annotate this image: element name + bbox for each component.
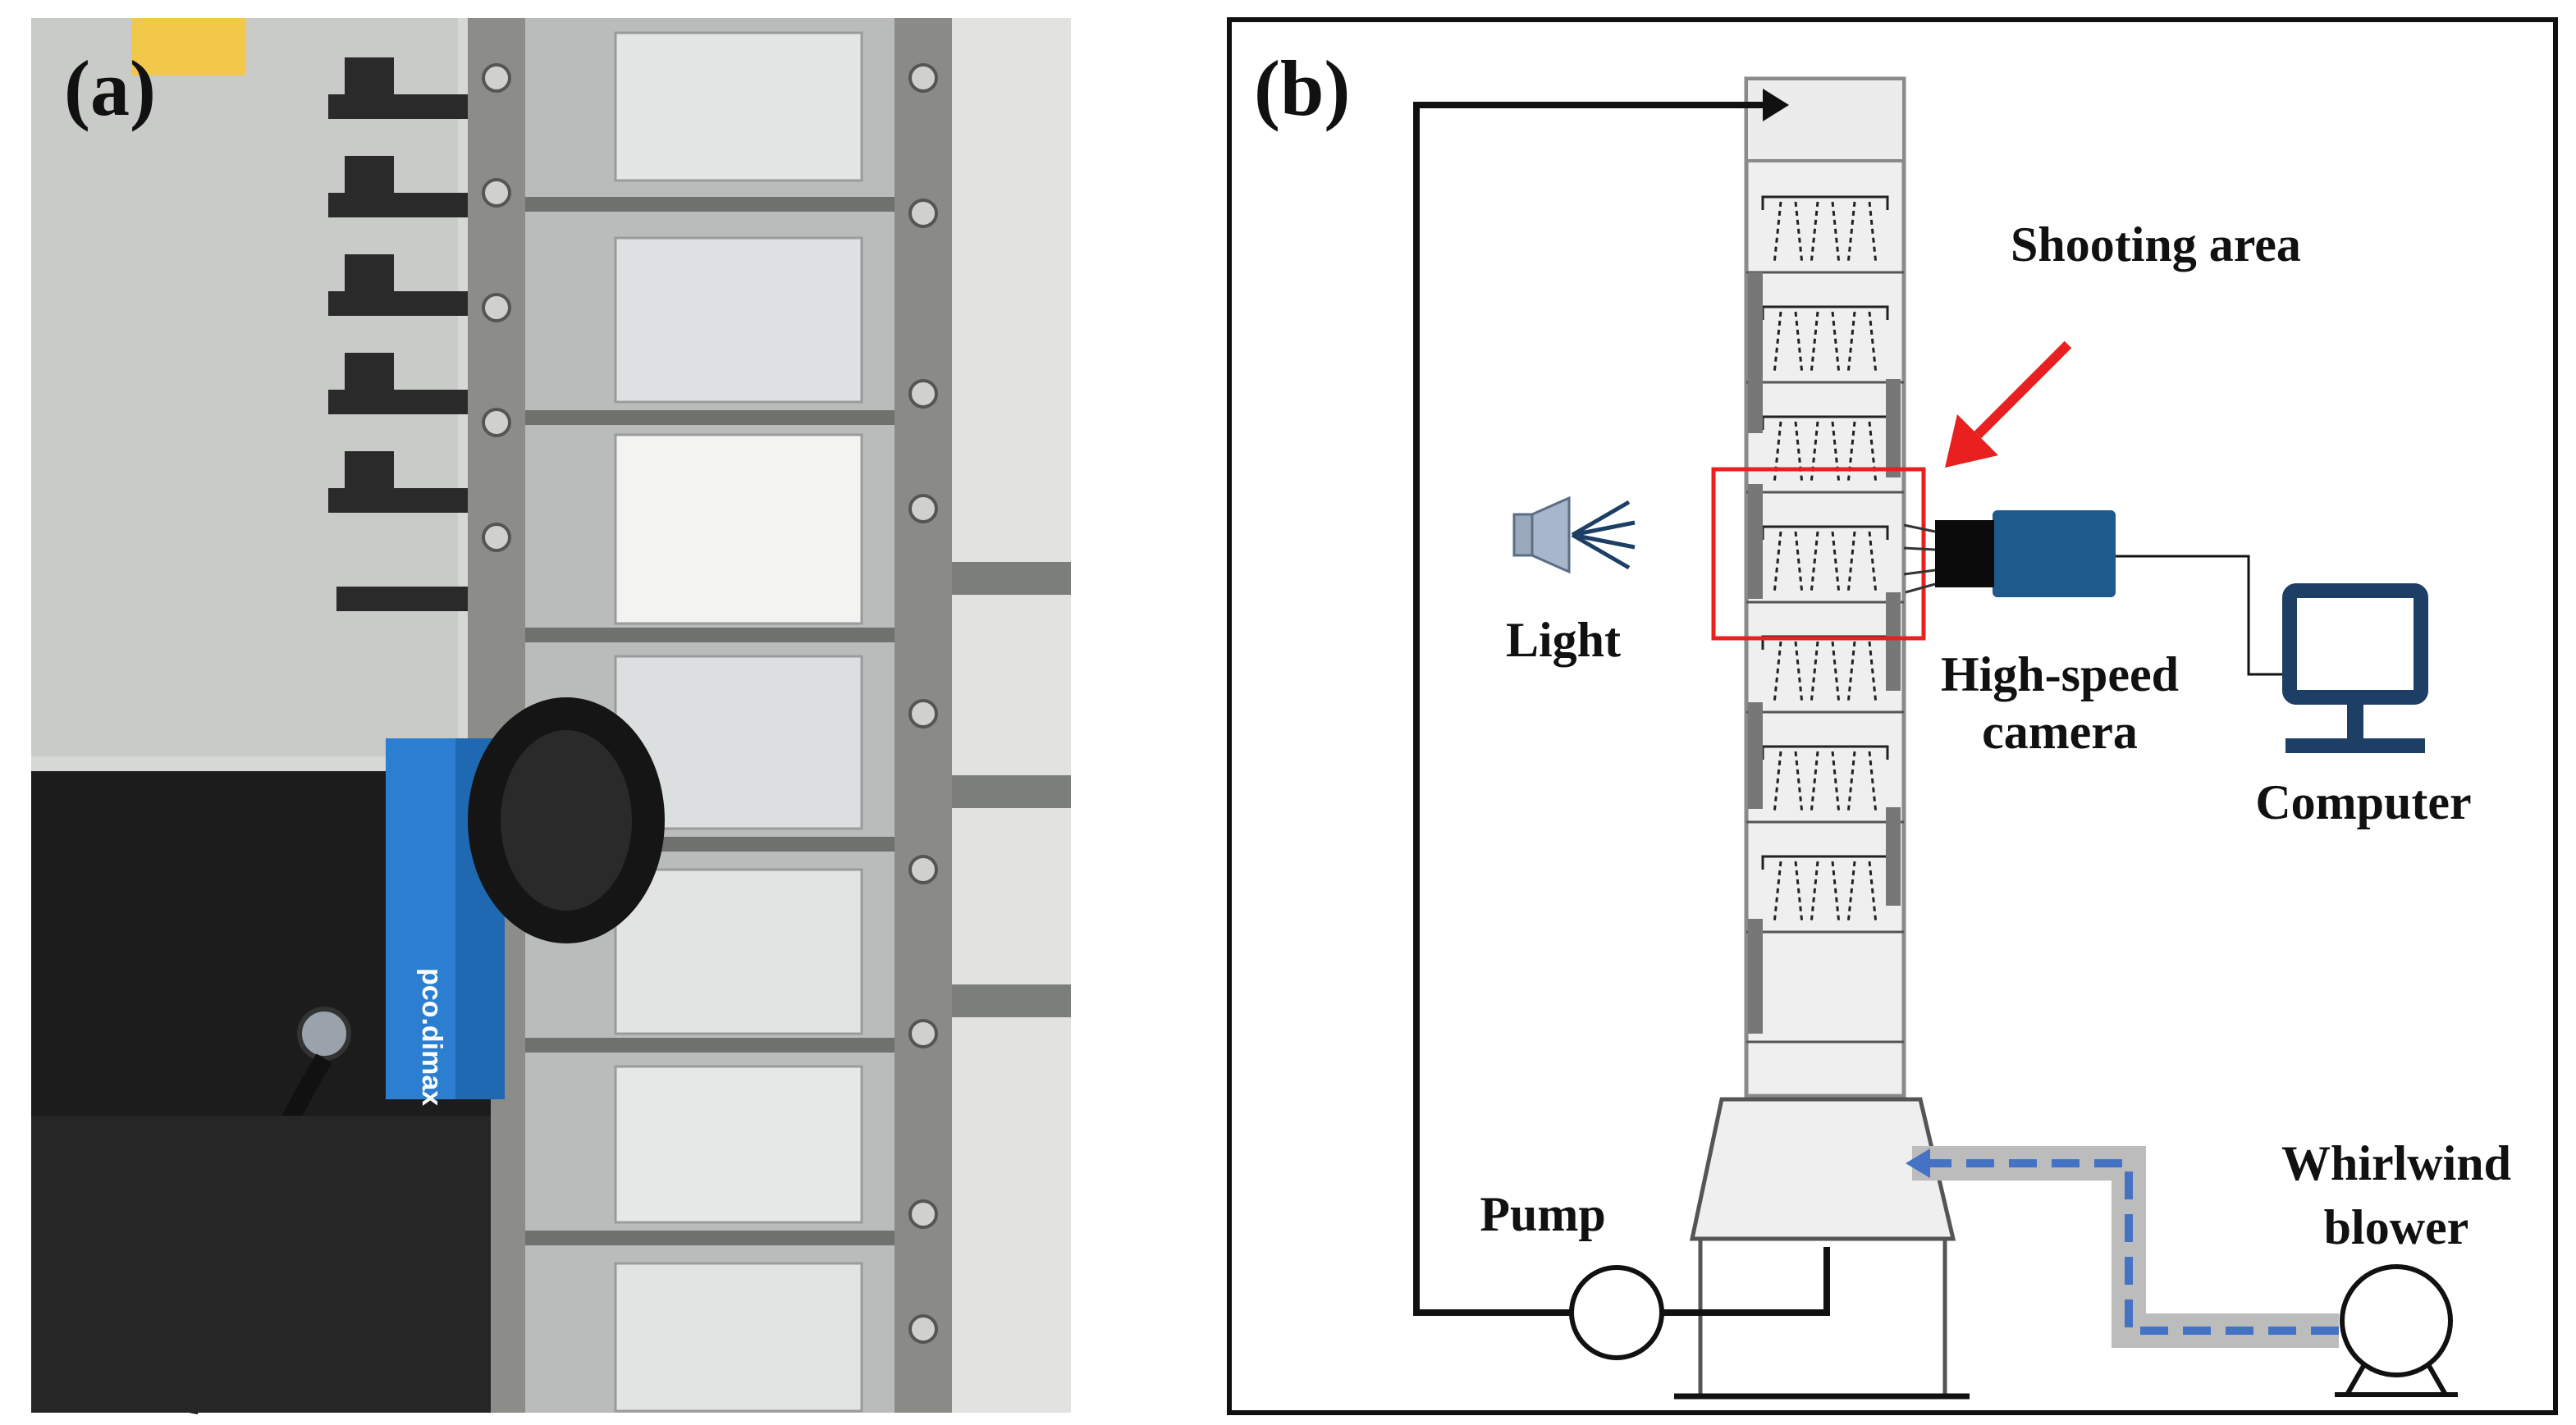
blower-label-line2: blower [2324, 1200, 2469, 1254]
tray [1761, 305, 1889, 375]
photo-trays [614, 31, 863, 1413]
downcomer-bar [1748, 702, 1763, 809]
liquid-loop [1413, 102, 1830, 1316]
downcomer-bar [1886, 592, 1901, 691]
photo-bolts [482, 63, 938, 1344]
tower-base [1689, 1097, 1956, 1241]
photo-high-speed-camera: pco.dimax [31, 697, 665, 1415]
downcomer-bar [1886, 379, 1901, 477]
pump-icon [1569, 1265, 1664, 1360]
downcomer-bar [1748, 272, 1763, 433]
light-label: Light [1506, 613, 1621, 667]
air-inlet-arrow [1906, 1149, 1930, 1178]
camera-label-line2: camera [1982, 705, 2138, 759]
high-speed-camera-icon [1903, 510, 2116, 597]
tower-column [1744, 76, 1906, 1098]
camera-computer-cable [2116, 555, 2285, 676]
tray [1761, 195, 1889, 265]
tray [1761, 745, 1889, 815]
photo-yellow-panel [131, 18, 246, 75]
tower-top-section [1745, 77, 1906, 162]
shooting-area-arrow [1945, 340, 2072, 468]
panel-b-label: (b) [1254, 44, 1350, 132]
blower-icon [2335, 1264, 2458, 1397]
computer-label: Computer [2255, 775, 2471, 829]
photo-shelves [525, 197, 895, 1245]
tower-stand [1698, 1239, 1947, 1395]
camera-brand-text: pco.dimax [416, 968, 447, 1106]
computer-icon [2282, 583, 2428, 753]
pump-label: Pump [1480, 1187, 1605, 1241]
tray [1761, 415, 1889, 485]
camera-connector [297, 1007, 351, 1061]
downcomer-bars [1748, 272, 1901, 1034]
camera-label-line1: High-speed [1941, 647, 2179, 701]
panel-a-photo: pco.dimax (a) [31, 18, 1071, 1415]
tray-separators [1746, 271, 1904, 1044]
air-flow-line [1924, 1159, 2339, 1335]
downcomer-bar [1886, 807, 1901, 906]
photo-pipes [952, 562, 1071, 1017]
blower-label-line1: Whirlwind [2281, 1136, 2511, 1190]
downcomer-bar [1748, 919, 1763, 1034]
panel-b-schematic: (b) Shooting area [1227, 17, 2558, 1415]
shooting-area-box [1711, 467, 1926, 641]
panel-a-label: (a) [64, 44, 156, 132]
liquid-inlet-arrow [1763, 89, 1789, 121]
shooting-area-label: Shooting area [2011, 217, 2301, 272]
light-icon [1512, 496, 1636, 574]
camera-tripod [31, 1116, 491, 1413]
photo-valves [328, 57, 468, 611]
downcomer-bar [1748, 484, 1763, 599]
